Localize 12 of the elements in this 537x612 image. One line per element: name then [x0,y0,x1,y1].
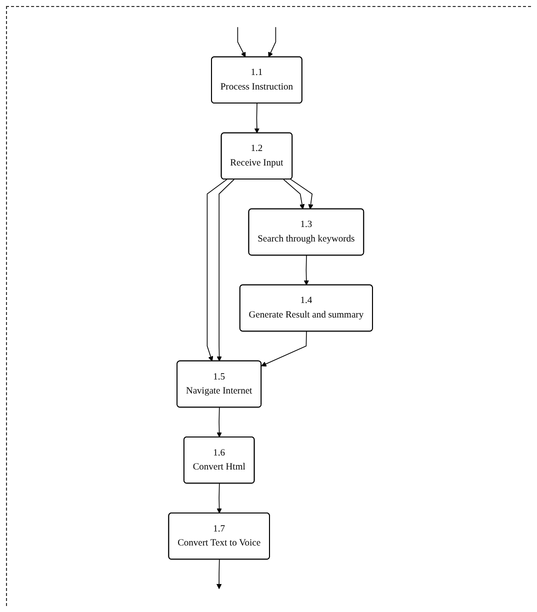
arrow [290,178,314,210]
arrow [216,483,222,514]
arrow [283,179,305,210]
arrow [261,331,307,366]
arrow [216,179,234,362]
arrow [268,26,276,58]
arrow [216,407,222,438]
arrow [304,255,309,286]
arrow [237,26,246,58]
arrow [206,179,228,362]
arrow [216,559,222,590]
arrow [254,103,260,134]
